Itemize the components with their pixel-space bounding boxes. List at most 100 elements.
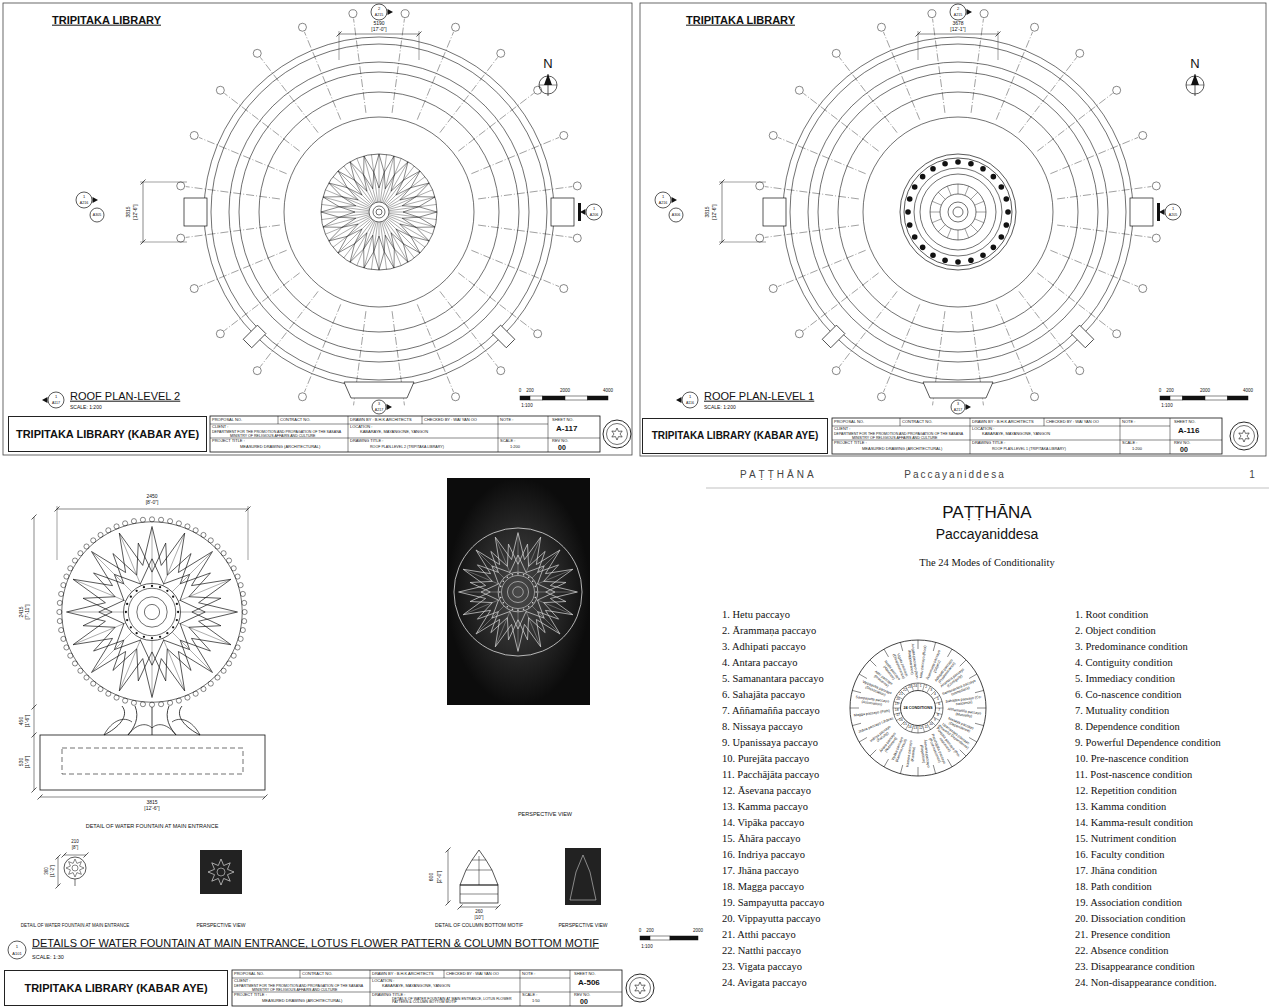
rosette-rib <box>384 221 408 263</box>
bead <box>240 591 245 596</box>
sheet-frames <box>3 3 1269 488</box>
grid-bubble <box>497 367 505 375</box>
rosette-rib <box>387 177 425 206</box>
petal-rib <box>538 592 576 593</box>
list-item: 6. Sahajāta paccayo <box>722 689 805 701</box>
lotus-centre <box>128 588 176 636</box>
title-block-text: MINISTRY OF RELIGIOUS AFFAIRS AND CULTUR… <box>230 433 315 437</box>
wheel-number: 24 <box>913 685 917 689</box>
grid-line <box>458 93 533 151</box>
plan-ring <box>239 72 519 352</box>
dimension-text: 450 <box>19 717 25 725</box>
marker-number: 2 <box>957 7 959 12</box>
marker-number: 1 <box>689 395 691 400</box>
grid-line <box>933 19 945 113</box>
finial-dot <box>955 259 961 265</box>
bead <box>221 551 226 556</box>
wheel-divider <box>859 674 867 679</box>
marker-pointer <box>388 9 394 15</box>
fountain-stem <box>104 706 200 735</box>
rosette-rib <box>333 218 371 247</box>
plan-ring <box>229 62 529 362</box>
grid-line <box>971 19 983 113</box>
wheel-number: 10 <box>929 723 933 727</box>
dimension-text: 530 <box>19 758 25 766</box>
grid-line <box>765 187 859 199</box>
marker-ref: A216 <box>80 201 88 205</box>
grid-line <box>478 225 572 237</box>
bead <box>68 653 73 658</box>
sheet-heading: TRIPITAKA LIBRARY <box>686 14 795 27</box>
grid-bubble <box>534 330 542 338</box>
petal-rib <box>172 632 211 671</box>
bead <box>149 517 154 522</box>
rosette-rib <box>386 171 420 205</box>
list-item: 19. Association condition <box>1075 897 1182 909</box>
marker-pointer <box>676 397 682 403</box>
lotus-dot <box>126 603 128 605</box>
bead <box>159 517 164 522</box>
title-block-text: DRAWN BY : B.H.K ARCHITECTS <box>372 972 434 977</box>
bead <box>221 668 226 673</box>
finial-dot <box>1003 196 1009 202</box>
grid-line <box>471 250 559 286</box>
marker-number: 1 <box>662 195 664 200</box>
grid-line <box>1050 250 1138 286</box>
sheet-frame <box>3 3 632 455</box>
finial-dot <box>1003 222 1009 228</box>
rosette-rib <box>364 222 376 268</box>
dome-ring <box>920 174 996 250</box>
wheel-number: 21 <box>899 693 903 697</box>
grid-line <box>778 250 866 286</box>
wheel-divider <box>850 708 859 709</box>
dimension-line <box>143 182 144 242</box>
bead <box>226 661 231 666</box>
title-block-text: DRAWING TITLE : <box>372 992 405 997</box>
wheel-divider <box>918 683 919 690</box>
lotus-dot <box>172 596 174 598</box>
marker-ref: A305 <box>93 213 101 217</box>
rosette-rib <box>325 190 369 208</box>
bead <box>57 600 62 605</box>
title-block-rule <box>232 992 622 993</box>
lotus-dot <box>166 632 168 634</box>
column-motif <box>460 894 498 895</box>
seal-stamp <box>1230 422 1258 450</box>
rosette-rib <box>323 197 369 209</box>
grid-line <box>778 137 866 173</box>
dimension-text: 3815 <box>146 800 157 806</box>
rosette-rib <box>388 190 432 208</box>
title-block-text: KABARAYE, MAYANGONE, YANGON <box>382 984 450 989</box>
drawing-title: DETAILS OF WATER FOUNTAIN AT MAIN ENTRAN… <box>32 937 599 950</box>
project-name: TRIPITAKA LIBRARY (KABAR AYE) <box>24 982 207 995</box>
wheel-number: 7 <box>938 709 940 713</box>
entrance-porch <box>923 382 993 398</box>
rosette-rib <box>344 166 373 204</box>
title-block-text: ROOF PLAN-LEVEL 1 (TRIPITAKA LIBRARY) <box>992 448 1117 452</box>
title-block-rule <box>348 416 349 452</box>
scale-bar <box>1205 396 1228 400</box>
title-block-text: NOTE : <box>522 972 535 977</box>
grid-bubble <box>573 182 581 190</box>
grid-bubble <box>756 182 764 190</box>
list-item: 5. Immediacy condition <box>1075 673 1175 685</box>
list-item: 8. Nissaya paccayo <box>722 721 803 733</box>
section-marker <box>372 400 386 414</box>
bead <box>59 628 64 633</box>
lotus-dot <box>528 606 530 608</box>
detail-caption: PERSPECTIVE VIEW <box>558 923 607 929</box>
title-block-text: PROJECT TITLE : <box>834 441 867 446</box>
plan-ring <box>783 37 1133 387</box>
grid-bubble <box>452 23 460 31</box>
scale-bar-number: 0 <box>519 388 522 393</box>
petal-rib <box>496 610 511 645</box>
scale-bar <box>1183 396 1206 400</box>
lotus-dot <box>159 636 161 638</box>
running-header: PAṬṬHĀNA <box>740 469 817 481</box>
wheel-divider <box>948 759 953 767</box>
petal-rib <box>536 570 571 585</box>
grid-line <box>478 187 572 199</box>
dimension-text: 5190 <box>373 21 384 27</box>
scale-bar-number: 0 <box>639 928 642 933</box>
project-name: TRIPITAKA LIBRARY (KABAR AYE) <box>16 428 199 441</box>
